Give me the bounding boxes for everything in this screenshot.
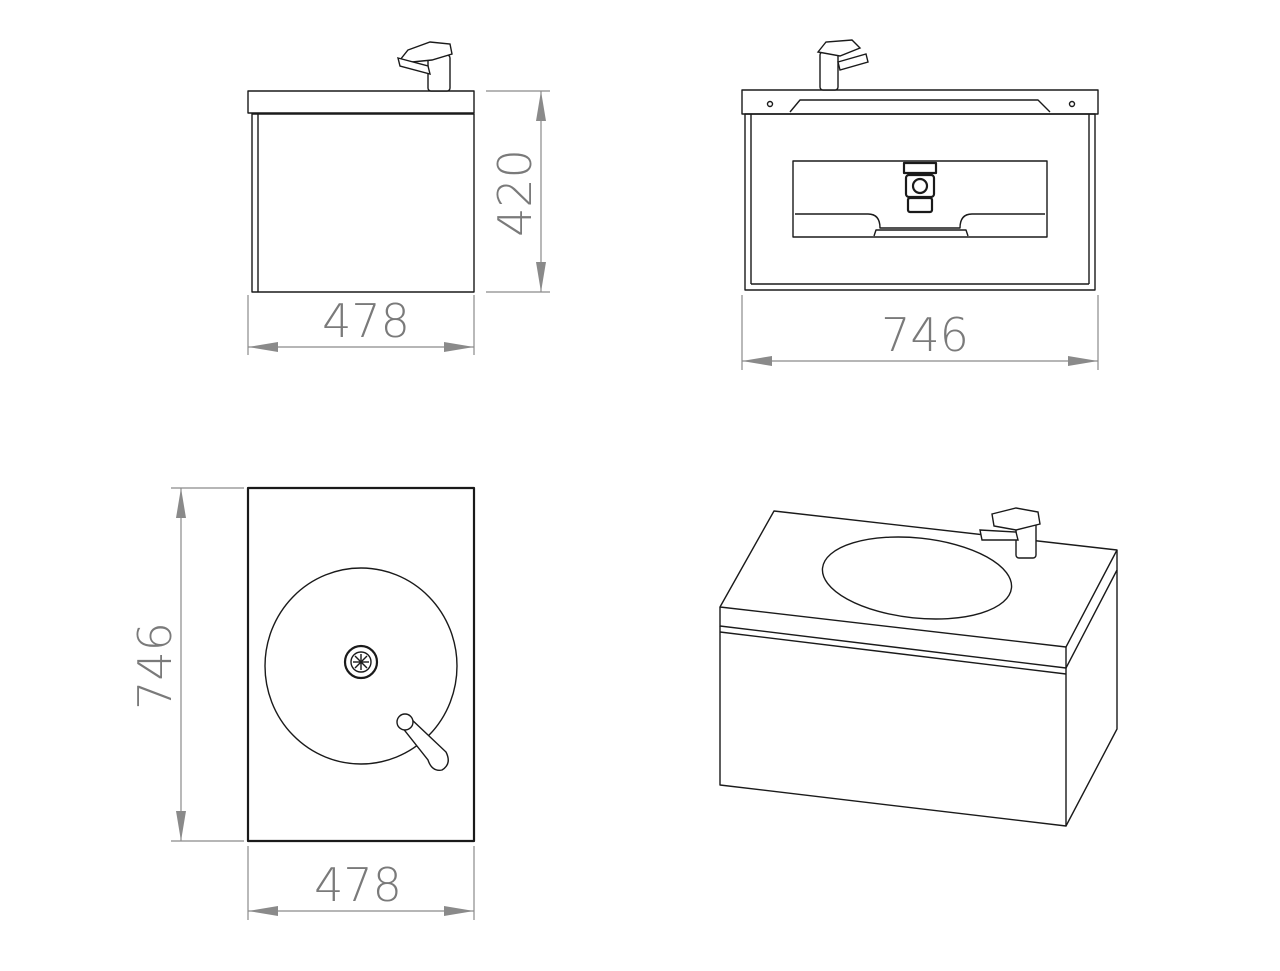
front-basin-rim [789,99,1051,113]
iso-cabinet-side [1065,570,1118,827]
iso-basin [821,536,1013,620]
front-cabinet [744,113,1096,291]
iso-countertop-top [719,510,1118,648]
side-faucet-icon [397,41,453,92]
side-width-label: 478 [322,294,410,348]
top-basin [264,567,458,765]
top-depth-label: 746 [128,622,182,710]
front-siphon-icon [902,161,938,214]
front-countertop [741,89,1099,115]
front-view: 746 [741,39,1099,370]
top-faucet-icon [396,713,449,771]
iso-cabinet-front [719,626,1067,827]
iso-faucet-icon [979,507,1041,559]
top-width-label: 478 [314,858,402,912]
front-drawer-cutout [792,160,1048,238]
side-view: 478 420 [247,41,550,355]
front-width-label: 746 [881,308,969,362]
side-countertop [247,90,475,114]
isometric-view [719,507,1118,827]
drain-icon [343,644,379,680]
top-view: 478 746 [128,486,476,920]
front-faucet-icon [816,39,869,91]
top-countertop [246,486,476,843]
side-cabinet [251,113,475,293]
side-height-label: 420 [488,149,542,237]
